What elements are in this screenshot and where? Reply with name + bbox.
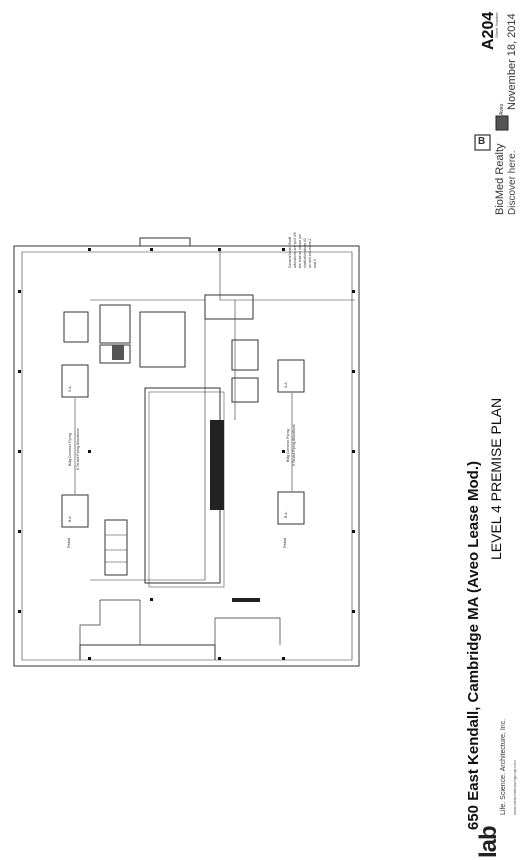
retail-label-left: Retail: [66, 537, 71, 548]
general-note: General Note: Shaft allocations are spli…: [288, 232, 318, 268]
firm-logo: lab: [475, 826, 502, 858]
building-outline: [13, 245, 360, 667]
shaft-label: B.A.: [284, 511, 288, 518]
brand-name: BioMed Realty: [494, 143, 506, 215]
legend-label: Aveo: [499, 103, 505, 115]
biomed-logo-icon: [474, 134, 491, 151]
piping-label-right: Bldg Common Piping: [286, 429, 290, 462]
shaft-label: S.A.: [68, 385, 72, 392]
shaft-label: B.A.: [68, 515, 72, 522]
piping-label-left: Bldg Common Piping: [68, 433, 72, 466]
core: [144, 387, 221, 584]
biomed-logo-glyph: B: [478, 136, 486, 147]
general-note-line: and 3: [313, 259, 317, 268]
tenant-piping-label-right: 8 Tenant Piping Allocations: [292, 424, 296, 466]
firm-url: www.labarchitecturegroup.com: [512, 760, 517, 815]
brand-tagline: Discover here.: [507, 150, 518, 215]
building-outline-inner: [21, 251, 353, 661]
plan-title: 650 East Kendall, Cambridge MA (Aveo Lea…: [465, 461, 482, 830]
tenant-piping-label-left: 8 Tenant Piping Allocations: [76, 428, 80, 470]
sheet-date: November 18, 2014: [506, 13, 518, 110]
sheet-number-caption: Sheet Number: [494, 12, 499, 38]
shaft-label: S.A.: [284, 381, 288, 388]
firm-tagline: Life. Science. Architecture, Inc.: [500, 718, 507, 815]
plan-subtitle: LEVEL 4 PREMISE PLAN: [488, 397, 504, 560]
retail-label-right: Retail: [282, 537, 287, 548]
legend-swatch: [495, 115, 509, 131]
